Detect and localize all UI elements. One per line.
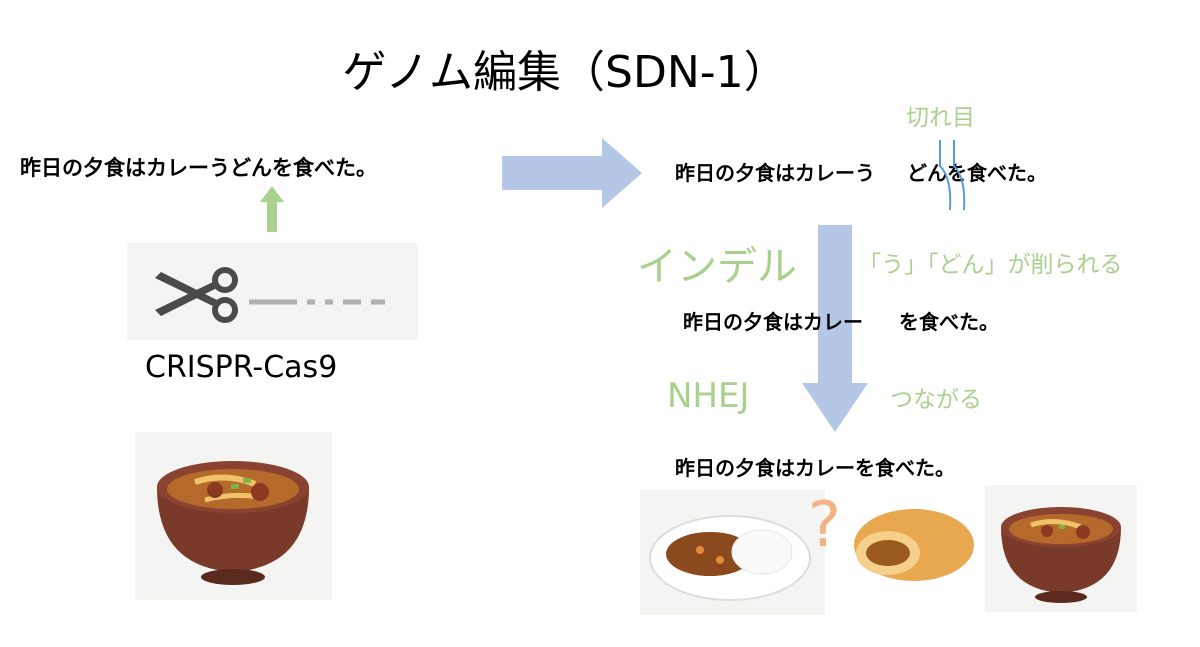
bowl-icon	[157, 461, 309, 585]
down-arrow-icon	[802, 225, 868, 432]
crispr-label: CRISPR-Cas9	[145, 350, 338, 385]
cut-sentence: 昨日の夕食はカレーう どんを食べた。	[675, 157, 1047, 186]
right-arrow-icon	[502, 138, 642, 208]
cut-sentence-after: どんを食べた。	[907, 161, 1047, 185]
joined-sentence: 昨日の夕食はカレーを食べた。	[675, 456, 955, 480]
cut-sentence-before: 昨日の夕食はカレーう	[675, 161, 875, 185]
curry-udon-image-result	[985, 485, 1137, 612]
scissors-panel	[127, 243, 418, 340]
up-arrow-icon	[260, 186, 284, 232]
nhej-label: NHEJ	[667, 376, 750, 416]
deleted-sentence: 昨日の夕食はカレー を食べた。	[683, 306, 999, 335]
scissors-icon	[155, 267, 385, 323]
deleted-sentence-after: を食べた。	[899, 310, 999, 334]
page-title: ゲノム編集（SDN-1）	[342, 47, 788, 98]
curry-udon-image	[135, 432, 332, 600]
bowl-icon	[1001, 507, 1121, 603]
nhej-note: つながる	[890, 387, 982, 413]
deleted-sentence-before: 昨日の夕食はカレー	[683, 310, 863, 334]
original-sentence: 昨日の夕食はカレーうどんを食べた。	[20, 156, 377, 180]
curry-bread-icon	[854, 509, 974, 581]
curry-rice-icon	[649, 515, 811, 601]
indel-label: インデル	[637, 244, 797, 290]
curry-rice-image	[640, 490, 825, 615]
indel-note: 「う」「どん」が削られる	[858, 252, 1123, 278]
cut-label: 切れ目	[906, 105, 975, 131]
question-mark: ?	[808, 488, 841, 561]
cut-mark-icon	[939, 140, 966, 211]
